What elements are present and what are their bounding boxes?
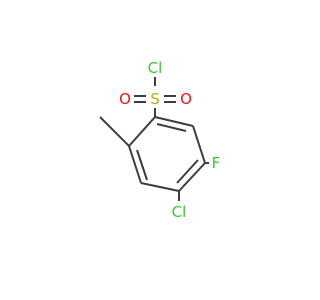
atom-label-oxygen-left: O bbox=[119, 90, 131, 108]
bond-c4-c5 bbox=[178, 162, 206, 192]
atom-label-sulfonyl-chlorine: Cl bbox=[148, 59, 163, 77]
bond-c6-c1-inner bbox=[156, 123, 187, 132]
atom-label-fluorine: F bbox=[212, 154, 221, 172]
bond-c2-c3-inner bbox=[136, 149, 148, 181]
bond-c1-c2 bbox=[128, 116, 156, 147]
atom-label-sulfur: S bbox=[150, 90, 160, 108]
bond-methyl bbox=[99, 116, 130, 147]
bond-c6-c1 bbox=[154, 116, 194, 127]
atom-label-oxygen-right: O bbox=[180, 90, 192, 108]
bond-c3-c4 bbox=[140, 182, 180, 192]
bond-c2-c3 bbox=[128, 145, 142, 184]
bond-c5-c6 bbox=[192, 125, 206, 164]
molecule-structure: Cl S O O F Cl bbox=[99, 59, 221, 221]
atom-label-ring-chlorine: Cl bbox=[172, 203, 187, 221]
bond-c4-c5-inner bbox=[176, 159, 199, 184]
